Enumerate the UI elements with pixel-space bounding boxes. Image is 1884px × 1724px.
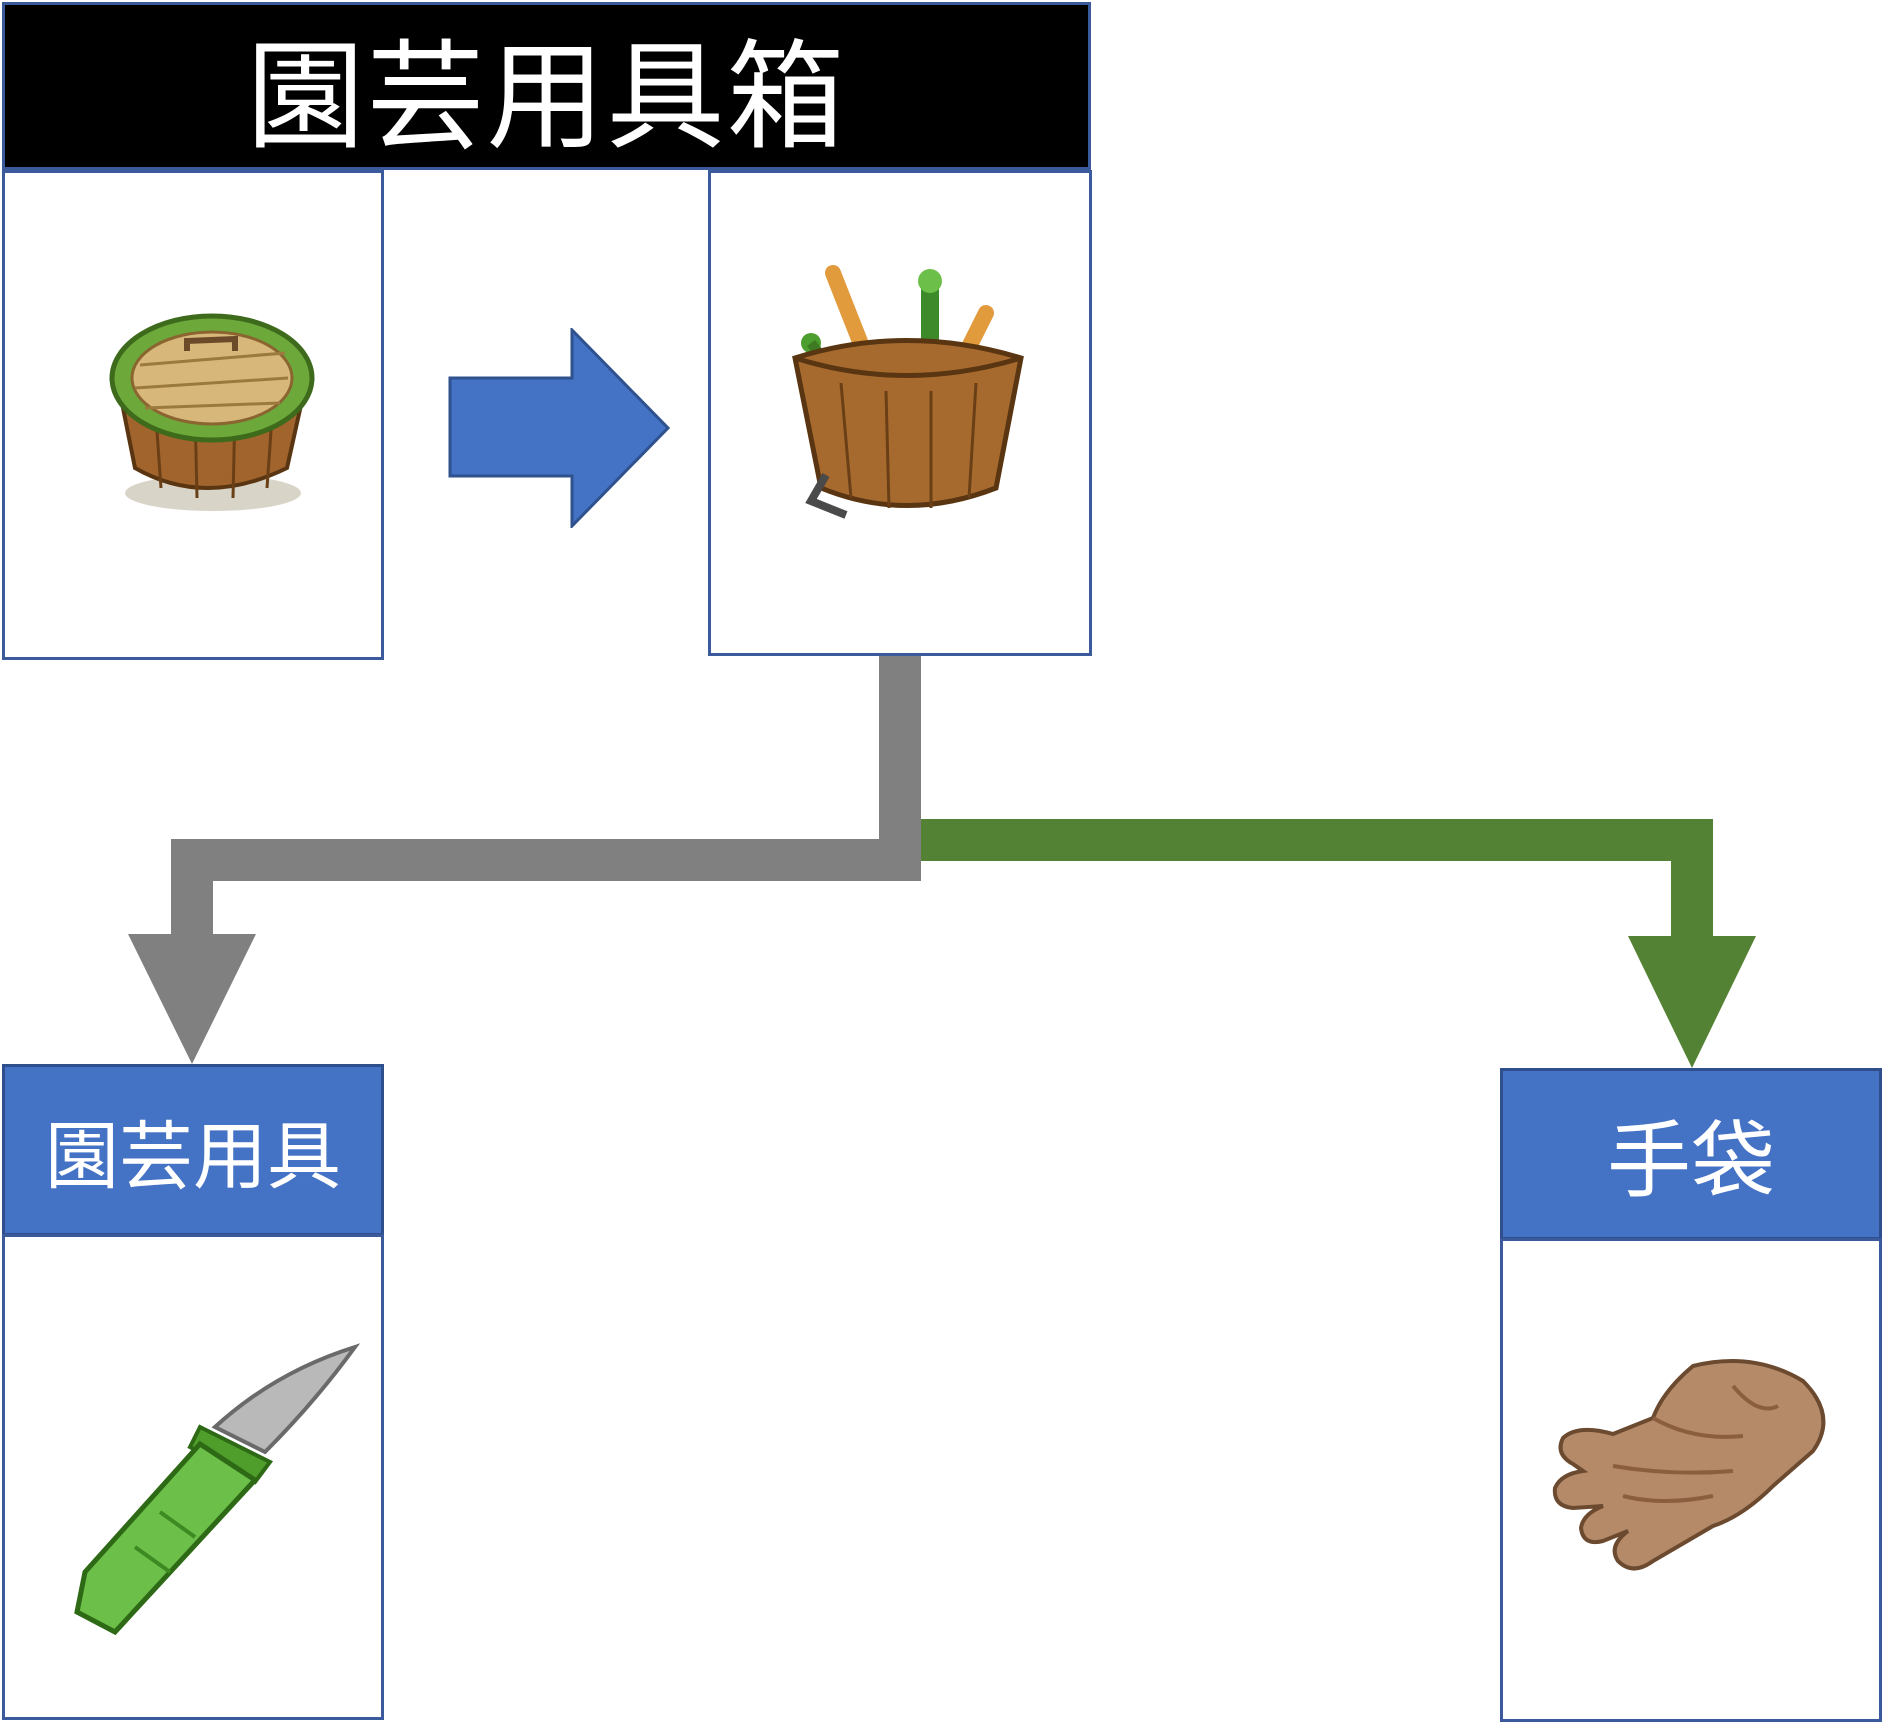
gloves-card	[1500, 1238, 1882, 1722]
gloves-label: 手袋	[1500, 1068, 1882, 1240]
transform-arrow	[448, 328, 672, 528]
closed-bucket-card	[2, 170, 384, 660]
garden-tool-bucket-icon	[781, 243, 1031, 543]
garden-tools-card	[2, 1234, 384, 1720]
glove-icon	[1543, 1346, 1843, 1606]
garden-tools-label: 園芸用具	[2, 1064, 384, 1236]
open-toolbox-card	[708, 170, 1092, 656]
closed-bucket-icon	[95, 293, 335, 533]
pruning-knife-icon	[65, 1332, 365, 1652]
diagram-title: 園芸用具箱	[2, 2, 1091, 170]
